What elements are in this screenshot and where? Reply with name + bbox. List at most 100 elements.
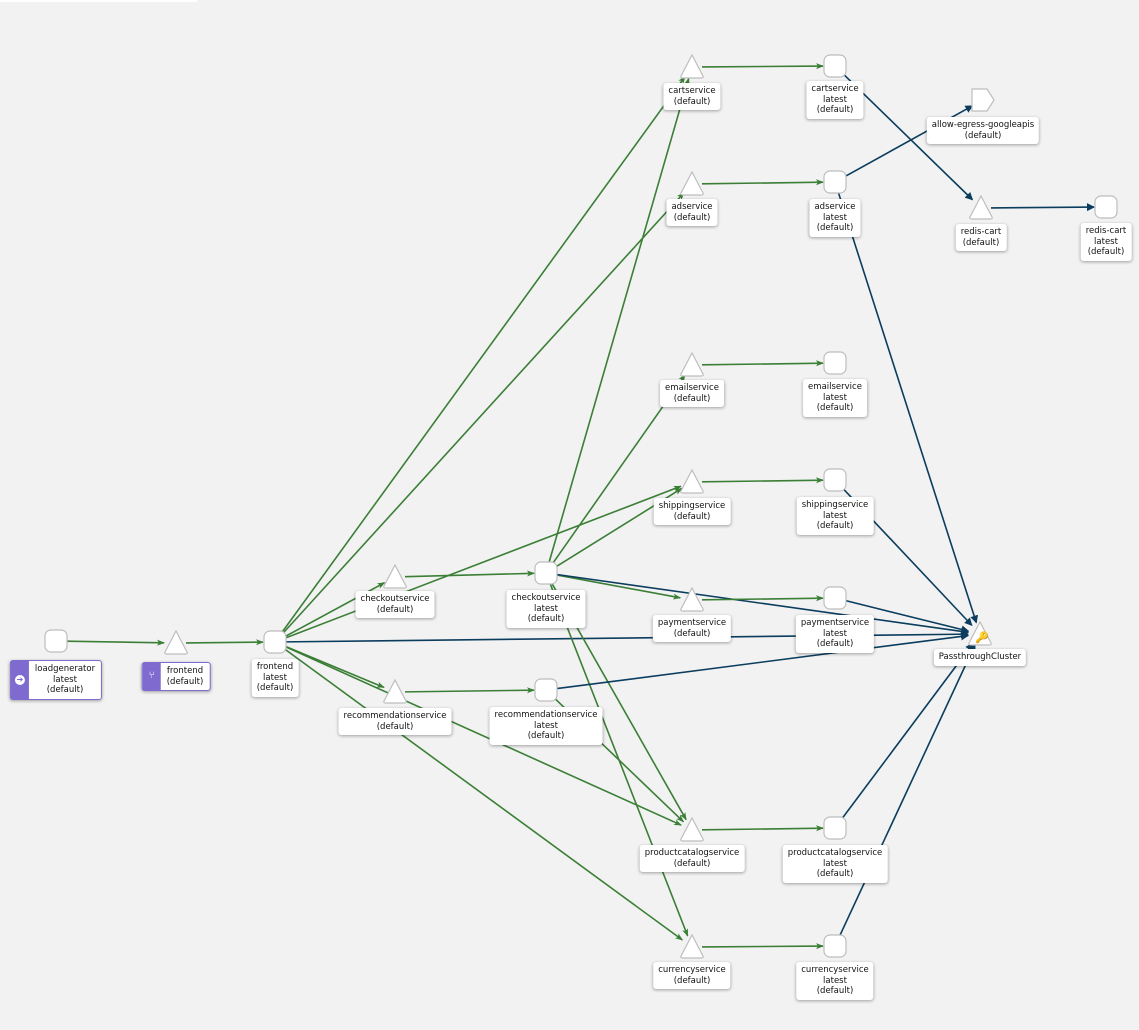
node-ad_app[interactable] [823,170,847,194]
node-email_svc[interactable] [680,351,704,377]
node-label-redis_svc[interactable]: redis-cart(default) [955,224,1007,251]
node-catalog_app[interactable] [823,816,847,840]
node-label-catalog_svc[interactable]: productcatalogservice(default) [639,845,745,872]
node-currency_svc[interactable] [680,933,704,959]
edge-cart_app-to-redis_svc[interactable] [841,72,974,201]
edge-redis_svc-to-redis_app[interactable] [990,203,1096,212]
node-label-line: (default) [673,975,711,986]
edge-ad_app-to-passthrough[interactable] [837,191,979,624]
node-label-line: checkoutservice [360,594,430,604]
node-label-line: frontend [166,666,204,676]
node-label-line: redis-cart [1085,226,1127,236]
node-label-line: (default) [673,212,711,223]
edge-recommend_svc-to-recommend_app[interactable] [404,687,536,694]
edge-payment_svc-to-payment_app[interactable] [701,595,825,602]
edge-frontend_app-to-cart_svc[interactable] [280,75,686,635]
node-payment_svc[interactable] [680,586,704,612]
node-label-line: (default) [46,685,84,695]
node-label-line: latest [823,94,847,105]
edge-catalog_svc-to-catalog_app[interactable] [701,825,825,832]
top-bar [0,0,197,2]
node-label-passthrough[interactable]: PassthroughCluster [933,649,1027,666]
edge-payment_app-to-passthrough[interactable] [844,599,970,634]
edge-frontend_app-to-ad_svc[interactable] [281,192,685,636]
node-label-text: PassthroughCluster [939,652,1021,663]
node-label-ad_svc[interactable]: adservice(default) [666,199,718,226]
arrow-right-circle-icon: ➔ [10,661,29,699]
edge-shipping_svc-to-shipping_app[interactable] [701,477,825,484]
node-redis_app[interactable] [1094,195,1118,219]
edge-cart_svc-to-cart_app[interactable] [701,63,825,70]
node-shipping_app[interactable] [823,468,847,492]
node-egress[interactable] [971,88,995,112]
node-label-payment_svc[interactable]: paymentservice(default) [652,615,732,642]
node-label-line: redis-cart [960,227,1002,237]
edge-checkout_svc-to-checkout_app[interactable] [404,570,536,578]
node-label-text: checkoutservice(default) [361,594,430,615]
node-checkout_svc[interactable] [383,563,407,589]
node-currency_app[interactable] [823,934,847,958]
edge-frontend_app-to-catalog_svc[interactable] [283,645,682,826]
node-label-line: (default) [816,403,854,413]
edge-email_svc-to-email_app[interactable] [701,360,825,367]
node-recommend_app[interactable] [534,678,558,702]
edge-checkout_app-to-payment_svc[interactable] [555,574,682,600]
node-cart_svc[interactable] [680,53,704,79]
node-shipping_svc[interactable] [680,468,704,494]
edge-loadgen-to-frontend_svc[interactable] [65,639,166,646]
edge-frontend_app-to-recommend_svc[interactable] [283,645,385,689]
edge-catalog_app-to-passthrough[interactable] [840,642,974,821]
node-label-shipping_svc[interactable]: shippingservice(default) [653,498,731,525]
node-label-line: allow-egress-googleapis [931,120,1035,130]
node-passthrough[interactable] [968,620,992,646]
node-label-line: currencyservice [801,965,869,975]
node-redis_svc[interactable] [969,194,993,220]
node-label-text: cartservice(default) [668,86,715,107]
node-cart_app[interactable] [823,54,847,78]
node-label-line: emailservice [808,382,862,392]
node-label-frontend_svc[interactable]: ⑂frontend(default) [141,662,211,691]
node-label-cart_svc[interactable]: cartservice(default) [663,83,721,110]
edge-frontend_app-to-currency_svc[interactable] [282,647,684,941]
node-label-currency_svc[interactable]: currencyservice(default) [653,962,731,989]
edge-recommend_app-to-passthrough[interactable] [555,632,970,690]
node-catalog_svc[interactable] [680,816,704,842]
node-label-line: loadgenerator [34,664,96,674]
node-label-checkout_svc[interactable]: checkoutservice(default) [355,591,435,618]
node-frontend_app[interactable] [263,630,287,654]
edge-checkout_app-to-passthrough[interactable] [555,573,970,636]
edge-checkout_app-to-cart_svc[interactable] [548,77,690,564]
node-label-line: latest [534,603,558,614]
node-label-egress[interactable]: allow-egress-googleapis(default) [926,117,1040,144]
edge-ad_svc-to-ad_app[interactable] [701,179,825,186]
node-checkout_app[interactable] [534,561,558,585]
node-ad_svc[interactable] [680,170,704,196]
edge-frontend_app-to-shipping_svc[interactable] [284,485,682,640]
edge-frontend_svc-to-frontend_app[interactable] [185,639,265,646]
node-label-line: shippingservice [801,500,869,510]
node-loadgen[interactable] [44,629,68,653]
node-email_app[interactable] [823,351,847,375]
node-label-recommend_svc[interactable]: recommendationservice(default) [338,708,452,735]
node-recommend_svc[interactable] [383,678,407,704]
edge-currency_app-to-passthrough[interactable] [838,643,976,938]
node-label-email_svc[interactable]: emailservice(default) [660,380,724,407]
node-payment_app[interactable] [823,586,847,610]
node-frontend_svc[interactable] [164,629,188,655]
node-label-line: latest [823,858,847,869]
edge-currency_svc-to-currency_app[interactable] [701,943,825,950]
